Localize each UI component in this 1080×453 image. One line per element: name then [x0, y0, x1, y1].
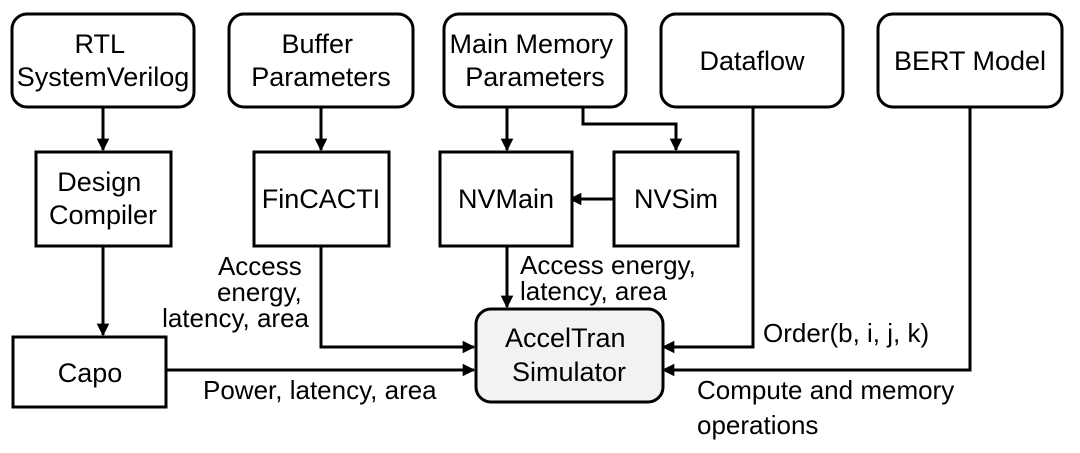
node-nvmain: NVMain [438, 150, 574, 248]
label-nvmain-output: Access energy, latency, area [520, 250, 703, 306]
node-nvsim: NVSim [612, 150, 740, 248]
label-capo-output: Power, latency, area [203, 375, 437, 405]
node-acceltran-simulator-label: AccelTran Simulator [505, 323, 633, 387]
node-rtl: RTL SystemVerilog [10, 12, 196, 109]
label-dataflow-output: Order(b, i, j, k) [763, 318, 929, 348]
node-capo-label: Capo [58, 358, 123, 388]
node-nvmain-label: NVMain [458, 184, 554, 214]
node-rtl-label: RTL SystemVerilog [17, 29, 190, 92]
edge-fincacti-to-acceltran [319, 246, 476, 354]
edge-dataflow-to-acceltran [661, 107, 755, 354]
node-design-compiler-label: Design Compiler [49, 167, 157, 230]
node-buffer-parameters-label: Buffer Parameters [251, 29, 391, 92]
node-fincacti: FinCACTI [252, 150, 391, 248]
node-nvsim-label: NVSim [634, 184, 718, 214]
node-fincacti-label: FinCACTI [262, 184, 381, 214]
node-main-memory-parameters: Main Memory Parameters [442, 12, 628, 109]
node-bert-model: BERT Model [876, 12, 1064, 109]
label-bert-output: Compute and memory operations [697, 375, 961, 440]
edge-bert-to-acceltran [661, 107, 972, 377]
node-capo: Capo [11, 335, 168, 409]
node-acceltran-simulator: AccelTran Simulator [474, 307, 665, 404]
node-bert-model-label: BERT Model [894, 46, 1046, 76]
node-design-compiler: Design Compiler [34, 150, 173, 248]
edges [96, 107, 972, 377]
edge-mainmem-to-nvsim [581, 107, 683, 152]
node-dataflow-label: Dataflow [699, 46, 805, 76]
label-fincacti-output: Access energy, latency, area [162, 251, 309, 333]
node-dataflow: Dataflow [659, 12, 845, 109]
node-main-memory-parameters-label: Main Memory Parameters [449, 29, 620, 92]
node-buffer-parameters: Buffer Parameters [227, 12, 415, 109]
